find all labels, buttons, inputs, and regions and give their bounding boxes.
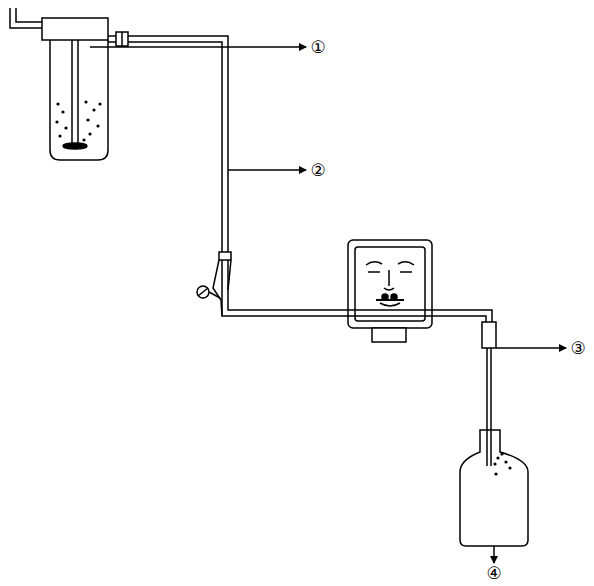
leader-line (496, 347, 566, 349)
face-frame (348, 240, 432, 328)
oxygen-tube (128, 36, 492, 322)
oxygen-tube (128, 42, 486, 322)
tube-connector (116, 32, 128, 46)
outlet-pipe (108, 41, 116, 43)
collection-bottle (460, 430, 528, 546)
inlet-pipe (16, 8, 42, 22)
bottle-cap (42, 18, 108, 40)
neck (372, 328, 406, 342)
callout-number: ② (309, 161, 326, 180)
humidifier-bottle (10, 8, 128, 160)
eyebrow (366, 262, 382, 265)
tube-connector (482, 322, 496, 348)
eyebrow (398, 262, 414, 265)
outlet-pipe (108, 35, 116, 37)
cannula (376, 299, 404, 301)
bubbles (55, 100, 101, 141)
callout-number: ① (309, 38, 326, 57)
inlet-pipe (10, 8, 42, 28)
drain-tube (486, 348, 488, 466)
leader-line (493, 546, 495, 563)
drain-tube (490, 348, 492, 466)
manikin-face (348, 240, 432, 342)
nose (384, 270, 394, 290)
dip-tube (77, 40, 79, 144)
bubbles (493, 452, 511, 475)
callout-number: ④ (485, 564, 502, 583)
eye (400, 271, 412, 273)
tube-connector (121, 32, 123, 46)
leader-line (228, 169, 306, 171)
roller-clamp (197, 252, 231, 316)
callout-number: ③ (569, 339, 586, 358)
dip-tube (71, 40, 73, 144)
eye (368, 271, 380, 273)
mouth (380, 303, 400, 306)
leader-line (90, 46, 306, 48)
diffuser (63, 143, 87, 149)
bottle-body (50, 40, 108, 160)
